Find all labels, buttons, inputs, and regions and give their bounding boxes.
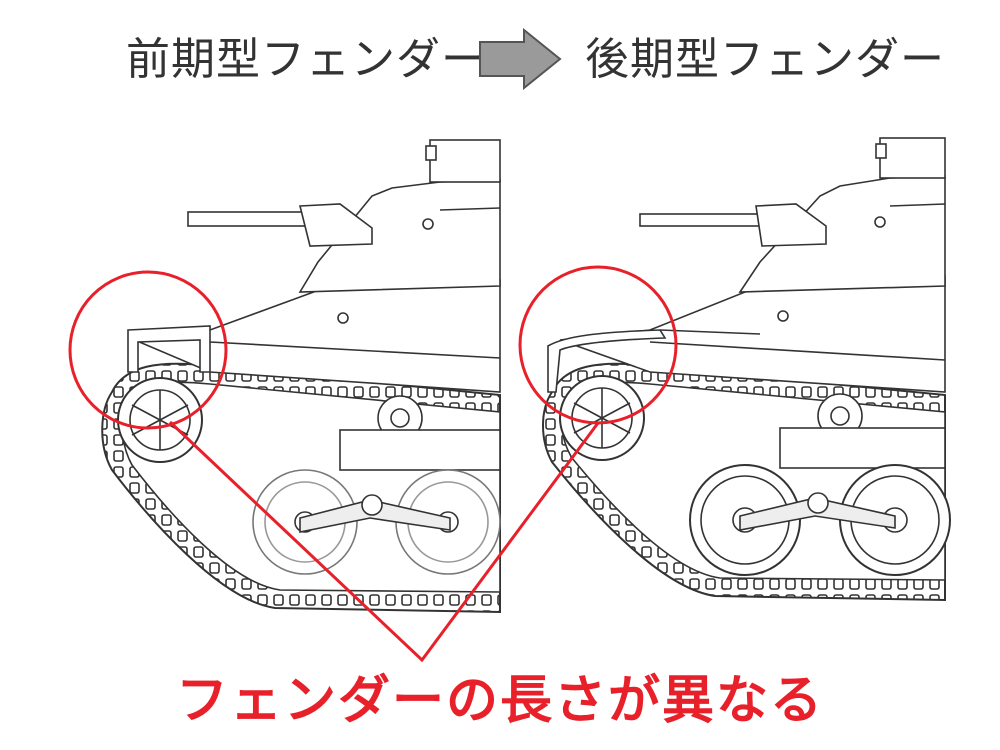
highlight-annotations xyxy=(68,265,678,663)
late-gun xyxy=(639,213,761,227)
early-fender xyxy=(127,325,211,373)
right-arrow-icon xyxy=(479,28,562,90)
late-turret xyxy=(738,175,946,293)
callout-lines xyxy=(168,420,600,663)
late-tank xyxy=(542,137,951,602)
early-fender-label: 前期型フェンダー xyxy=(126,34,486,85)
fender-length-caption: フェンダーの長さが異なる xyxy=(175,671,824,731)
early-tank xyxy=(101,139,501,614)
early-gun xyxy=(187,211,307,227)
early-turret xyxy=(298,179,501,293)
late-fender xyxy=(547,329,667,393)
early-fender-highlight-circle xyxy=(68,270,228,430)
late-fender-label: 後期型フェンダー xyxy=(585,34,945,85)
